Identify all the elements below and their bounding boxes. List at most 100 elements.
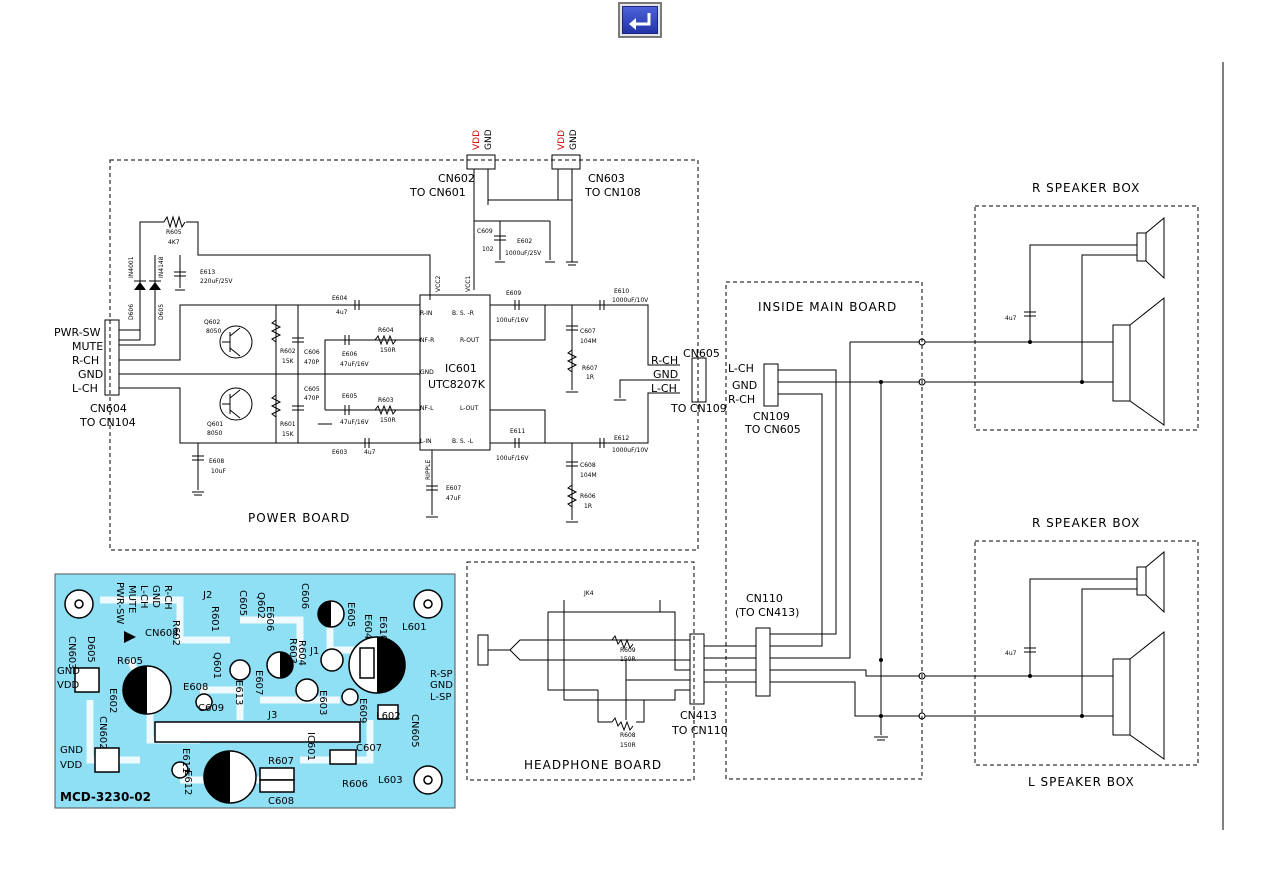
cn603-connector: VDD GND CN603 TO CN108	[488, 129, 641, 266]
svg-text:GND: GND	[653, 368, 678, 381]
svg-text:100uF/16V: 100uF/16V	[496, 317, 529, 324]
svg-text:10uF: 10uF	[211, 468, 226, 475]
svg-text:C609: C609	[198, 703, 224, 714]
svg-text:CN413: CN413	[680, 709, 717, 722]
svg-text:1000uF/25V: 1000uF/25V	[505, 250, 542, 257]
svg-text:104M: 104M	[580, 472, 597, 479]
svg-text:CN109: CN109	[753, 410, 790, 423]
svg-text:L-IN: L-IN	[420, 438, 432, 445]
back-button[interactable]	[618, 2, 662, 38]
svg-text:150R: 150R	[620, 656, 636, 663]
svg-text:1000uF/10V: 1000uF/10V	[612, 297, 649, 304]
svg-text:E604: E604	[332, 295, 347, 302]
svg-text:E609: E609	[506, 290, 521, 297]
svg-text:GND: GND	[732, 379, 757, 392]
svg-text:47uF/16V: 47uF/16V	[340, 361, 370, 368]
svg-text:R603: R603	[378, 397, 394, 404]
svg-text:E607: E607	[446, 485, 461, 492]
svg-text:J3: J3	[267, 710, 277, 721]
svg-text:MUTE: MUTE	[72, 340, 103, 353]
svg-text:15K: 15K	[282, 358, 295, 365]
svg-text:R-CH: R-CH	[728, 393, 755, 406]
svg-text:R-IN: R-IN	[420, 310, 432, 317]
svg-text:L-CH: L-CH	[728, 362, 754, 375]
svg-text:R-CH: R-CH	[72, 354, 99, 367]
svg-text:CN605: CN605	[409, 714, 420, 748]
svg-text:R-CH: R-CH	[651, 354, 678, 367]
svg-text:E603: E603	[317, 690, 328, 715]
svg-text:470P: 470P	[304, 395, 319, 402]
svg-text:J1: J1	[309, 646, 319, 657]
svg-text:E605: E605	[342, 393, 357, 400]
svg-text:E606: E606	[264, 606, 275, 631]
svg-text:NF-R: NF-R	[420, 337, 434, 344]
svg-text:CN605: CN605	[683, 347, 720, 360]
svg-text:Q601: Q601	[207, 421, 223, 428]
svg-text:R602: R602	[170, 620, 181, 646]
svg-text:47uF/16V: 47uF/16V	[340, 419, 370, 426]
svg-text:VDD: VDD	[557, 130, 567, 150]
power-board-title: POWER BOARD	[248, 511, 350, 525]
svg-text:D606: D606	[128, 304, 135, 320]
pcb-labels: R-CH GND L-CH MUTE PWR-SW J2 C605 C606 E…	[57, 582, 453, 807]
svg-text:4K7: 4K7	[168, 239, 180, 246]
svg-text:R606: R606	[342, 779, 368, 790]
svg-text:GND: GND	[430, 680, 453, 691]
svg-text:220uF/25V: 220uF/25V	[200, 278, 233, 285]
pcb-model-label: MCD-3230-02	[60, 790, 151, 804]
svg-text:(TO CN413): (TO CN413)	[735, 606, 799, 619]
pcb-layout: R-CH GND L-CH MUTE PWR-SW J2 C605 C606 E…	[54, 573, 456, 809]
svg-text:RIPPLE: RIPPLE	[425, 459, 432, 480]
speaker-box-bottom-title: L SPEAKER BOX	[1028, 775, 1135, 789]
svg-text:VDD: VDD	[60, 760, 83, 771]
svg-text:Q601: Q601	[211, 652, 222, 679]
svg-text:E613: E613	[233, 680, 244, 705]
svg-text:CN603: CN603	[66, 636, 77, 670]
cn602-connector: VDD GND CN602 TO CN601	[409, 129, 496, 290]
svg-text:TO CN601: TO CN601	[409, 186, 466, 199]
svg-text:GND: GND	[420, 369, 434, 376]
svg-text:E607: E607	[253, 670, 264, 695]
svg-text:C607: C607	[580, 328, 596, 335]
svg-text:C605: C605	[237, 590, 248, 616]
svg-text:IC601: IC601	[305, 732, 316, 761]
svg-text:4u7: 4u7	[336, 309, 348, 316]
svg-text:L-SP: L-SP	[430, 692, 451, 703]
svg-text:Q602: Q602	[204, 319, 220, 326]
svg-text:1R: 1R	[586, 374, 594, 381]
svg-text:TO CN605: TO CN605	[744, 423, 801, 436]
svg-text:E608: E608	[183, 682, 208, 693]
svg-text:L603: L603	[378, 775, 403, 786]
svg-text:C605: C605	[304, 386, 320, 393]
headphone-board: HEADPHONE BOARD JK4 R609 150R R608 150R …	[466, 561, 756, 781]
svg-text:C607: C607	[356, 743, 382, 754]
svg-text:E611: E611	[180, 748, 191, 773]
cn604-connector: PWR-SW MUTE R-CH GND L-CH CN604 TO CN104	[54, 319, 136, 429]
ic601: R-IN NF-R GND NF-L L-IN B. S. -R R-OUT L…	[419, 276, 491, 480]
svg-text:TO CN109: TO CN109	[670, 402, 727, 415]
svg-text:TO CN104: TO CN104	[79, 416, 136, 429]
svg-text:L-CH: L-CH	[72, 382, 98, 395]
svg-text:R601: R601	[280, 421, 296, 428]
svg-text:1000uF/10V: 1000uF/10V	[612, 447, 649, 454]
svg-text:R606: R606	[580, 493, 596, 500]
svg-text:TO CN110: TO CN110	[671, 724, 728, 737]
svg-text:CN110: CN110	[746, 592, 783, 605]
svg-text:8050: 8050	[207, 430, 222, 437]
main-board: INSIDE MAIN BOARD L-CH GND R-CH CN109 TO…	[725, 281, 926, 780]
svg-text:D605: D605	[85, 636, 96, 663]
speaker-box-bottom: R SPEAKER BOX L SPEAKER BOX 4u7	[925, 516, 1199, 789]
svg-text:CN602: CN602	[97, 716, 108, 750]
svg-text:E610: E610	[377, 616, 388, 641]
main-board-title: INSIDE MAIN BOARD	[758, 300, 897, 314]
svg-text:GND: GND	[569, 129, 579, 150]
svg-text:E604: E604	[362, 614, 373, 639]
svg-text:IN4148: IN4148	[158, 256, 165, 278]
svg-text:B. S. -R: B. S. -R	[452, 310, 474, 317]
svg-text:100uF/16V: 100uF/16V	[496, 455, 529, 462]
svg-text:E611: E611	[510, 428, 525, 435]
svg-text:R-CH: R-CH	[162, 585, 173, 610]
svg-text:D605: D605	[158, 304, 165, 320]
svg-text:4u7: 4u7	[1005, 650, 1017, 657]
svg-text:C609: C609	[477, 228, 493, 235]
